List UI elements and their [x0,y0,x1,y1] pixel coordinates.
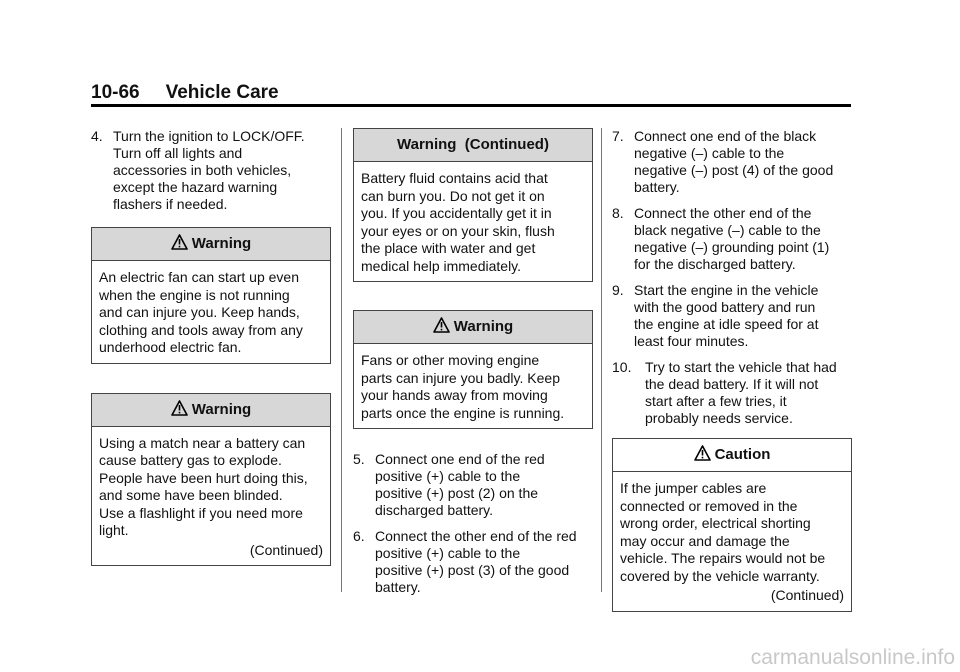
warning-triangle-icon [170,399,188,416]
caution-box-header: Caution [613,439,851,472]
column-divider [341,128,342,592]
warning-box-header: Warning (Continued) [354,129,592,162]
step-9: 9.Start the engine in the vehicle with t… [612,282,819,349]
column-2: Warning (Continued) Battery fluid contai… [353,128,593,596]
column-divider [601,128,602,592]
warning-box-header: Warning [92,228,330,261]
warning-box-header: Warning [354,311,592,344]
column-3: 7.Connect one end of the black negative … [612,128,852,612]
step-5: 5.Connect one end of the red positive (+… [353,451,545,518]
warning-box-body: An electric fan can start up even when t… [99,269,303,355]
warning-box-body: Battery fluid contains acid that can bur… [361,170,555,274]
watermark: carmanualsonline.info [750,646,955,669]
column-1: 4.Turn the ignition to LOCK/OFF. Turn of… [91,128,331,566]
section-title: Vehicle Care [165,82,279,103]
continued-label: (Continued) [249,541,323,558]
caution-box: Caution If the jumper cables are connect… [612,438,852,612]
warning-triangle-icon [170,234,188,250]
warning-box-body: Using a match near a battery can cause b… [99,434,323,558]
step-line: except the hazard warning [113,179,278,195]
step-7: 7.Connect one end of the black negative … [612,128,834,195]
page-header: 10-66 Vehicle Care [91,82,279,104]
step-8: 8.Connect the other end of the black neg… [612,205,830,272]
continued-label: (Continued) [770,587,844,603]
step-line: Turn off all lights and [113,145,243,161]
page-number: 10-66 [91,82,140,103]
step-10: 10.Try to start the vehicle that had the… [612,359,837,426]
step-6: 6.Connect the other end of the red posit… [353,528,577,595]
step-line: Turn the ignition to LOCK/OFF. [113,128,305,144]
warning-triangle-icon [432,317,450,333]
step-4: 4.Turn the ignition to LOCK/OFF. Turn of… [91,128,305,212]
warning-box-moving-parts: Warning Fans or other moving engine part… [353,310,593,429]
warning-triangle-icon [693,445,711,461]
step-line: accessories in both vehicles, [113,162,292,178]
warning-box-header: Warning [92,393,330,427]
warning-box-body: Fans or other moving engine parts can in… [361,352,565,421]
warning-box-match: Warning Using a match near a battery can… [91,392,331,566]
caution-box-body: If the jumper cables are connected or re… [620,480,844,603]
header-rule [91,104,851,107]
step-line: flashers if needed. [113,196,228,212]
warning-box-fan: Warning An electric fan can start up eve… [91,227,331,364]
warning-box-continued: Warning (Continued) Battery fluid contai… [353,128,593,282]
